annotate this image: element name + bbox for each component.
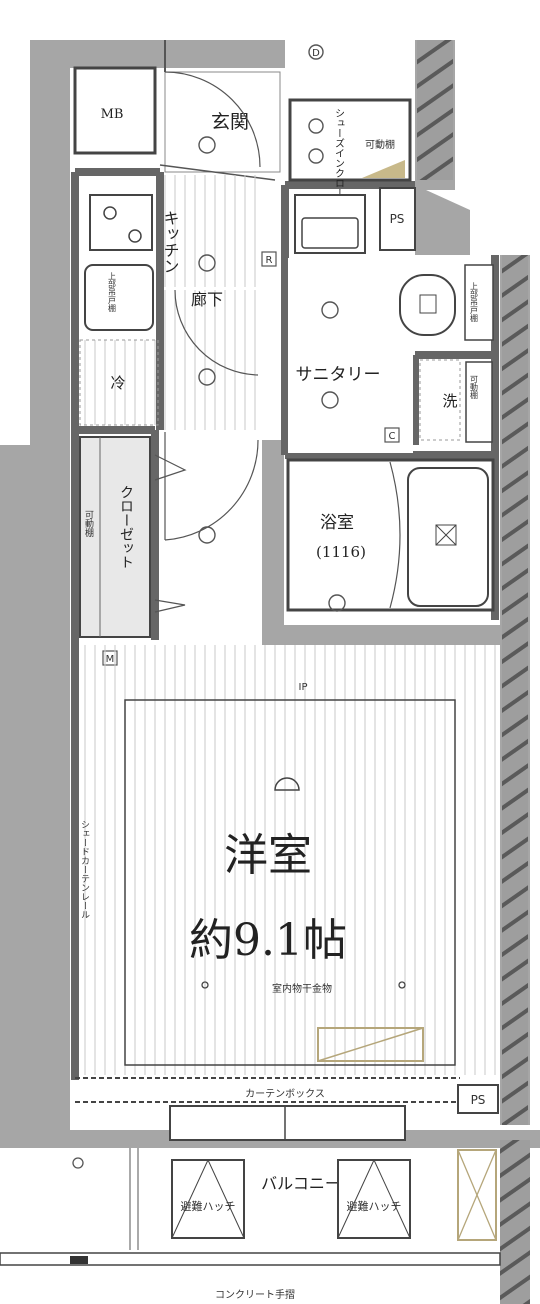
closet: クローゼット 可動棚 <box>79 436 187 638</box>
svg-text:C: C <box>389 431 396 442</box>
closet-shelf-label: 可動棚 <box>83 510 94 538</box>
indoor-drying-label: 室内物干金物 <box>272 982 332 995</box>
concrete-handrail: コンクリート手摺 <box>0 1252 501 1301</box>
hallway: 廊下 <box>163 289 263 541</box>
kitchen-label: キッチン <box>161 210 180 274</box>
exterior-wall-hatch <box>417 40 530 1304</box>
mb-label: MB <box>101 107 124 122</box>
curtain-box: カーテンボックス <box>75 1077 460 1103</box>
c-mark: C <box>384 427 400 443</box>
d-mark: D <box>308 44 324 60</box>
western-room-size-label: 約9.1帖 <box>189 915 347 966</box>
movable-shelf-label: 可動棚 <box>365 138 395 151</box>
toilet <box>399 274 456 336</box>
intercom-label: IP <box>299 682 308 693</box>
toilet-upper-shelf-label: 上部吊戸棚 <box>470 282 479 323</box>
bath-label: 浴室 <box>320 513 354 533</box>
western-room-label: 洋室 <box>224 830 312 881</box>
sanitary-label: サニタリー <box>296 365 381 385</box>
ps-upper: PS <box>379 187 416 251</box>
washer-space: 洗 可動棚 <box>419 359 493 443</box>
balcony-label: バルコニー <box>261 1174 341 1193</box>
sanitary: サニタリー 上部吊戸棚 <box>288 194 494 453</box>
mb-space: MB <box>73 66 157 155</box>
ps-upper-label: PS <box>390 212 405 226</box>
evacuation-hatch-left: 避難ハッチ <box>171 1159 245 1239</box>
handrail-label: コンクリート手摺 <box>215 1288 295 1301</box>
refrigerator-label: 冷 <box>110 374 125 392</box>
western-room: 洋室 約9.1帖 室内物干金物 シェードカーテンレール IP <box>79 645 498 1075</box>
ps-lower-label: PS <box>471 1093 486 1107</box>
evacuation-hatch-right: 避難ハッチ <box>337 1159 411 1239</box>
entrance-label: 玄関 <box>211 111 249 133</box>
ps-lower: PS <box>457 1084 499 1114</box>
light-fixtures <box>198 118 346 612</box>
svg-text:避難ハッチ: 避難ハッチ <box>347 1199 402 1213</box>
r-mark: R <box>261 251 277 267</box>
closet-label: クローゼット <box>118 485 134 569</box>
interior-walls <box>71 168 499 1080</box>
svg-text:避難ハッチ: 避難ハッチ <box>181 1199 236 1213</box>
kitchen-sink <box>84 264 154 331</box>
stove <box>89 194 153 251</box>
bath: 浴室 (1116) <box>286 458 495 612</box>
kitchen-upper-shelf-label: 上部吊戸棚 <box>108 272 117 313</box>
window <box>169 1105 406 1141</box>
wash-shelf-label: 可動棚 <box>470 375 479 400</box>
curtain-rail-label: シェードカーテンレール <box>79 820 90 919</box>
svg-text:R: R <box>266 255 273 266</box>
svg-text:D: D <box>312 48 320 59</box>
washer-label: 洗 <box>442 392 457 410</box>
kitchen: キッチン 上部吊戸棚 <box>84 175 263 331</box>
bath-size-label: (1116) <box>316 543 366 561</box>
balcony: バルコニー 避難ハッチ 避難ハッチ <box>0 1148 500 1253</box>
hallway-label: 廊下 <box>191 290 223 309</box>
curtain-box-label: カーテンボックス <box>245 1088 325 1100</box>
entrance: 玄関 <box>159 40 281 181</box>
refrigerator-space: 冷 <box>79 339 159 426</box>
